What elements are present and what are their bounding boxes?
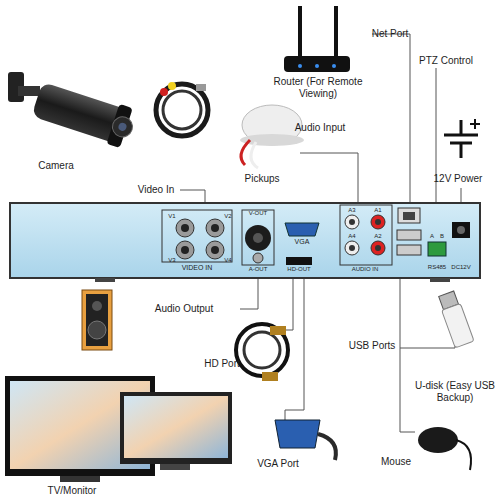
callout-label: Pickups [232,173,292,185]
callout-label: U-disk (Easy USB Backup) [415,380,495,403]
router-illustration [284,6,350,72]
callout-label: VGA Port [243,458,313,470]
usb-stick [437,290,474,348]
dvr-panel [10,203,480,282]
callout-label: Router (For Remote Viewing) [263,76,373,99]
port-label: A2 [368,233,388,240]
monitor-illustration [5,376,232,482]
power-symbol [444,119,480,158]
callout-label: PTZ Control [406,55,486,67]
port-label: A-OUT [238,266,278,273]
port-label: DC12V [441,264,481,271]
port-label: B [437,233,447,240]
port-label: VGA [287,238,317,246]
port-label: RS485 [417,264,457,271]
callout-label: Mouse [371,456,421,468]
camera-illustration [8,72,208,150]
callout-label: Audio Input [280,122,360,134]
port-label: VIDEO IN [167,264,227,272]
mouse-illustration [418,427,471,470]
port-label: V3 [162,257,182,264]
port-label: V2 [218,213,238,220]
vga-plug [275,420,336,460]
port-label: HD-OUT [279,266,319,273]
pickup-illustration [240,105,304,168]
port-label: A3 [342,207,362,214]
hdmi-cable [236,324,288,381]
port-label: A [427,233,437,240]
port-label: A1 [368,207,388,214]
port-label: V4 [218,257,238,264]
callout-label: Net Port [355,28,425,40]
speaker-illustration [82,290,112,350]
callout-label: Video In [126,184,186,196]
callout-label: USB Ports [337,340,407,352]
callout-label: TV/Monitor [32,485,112,497]
port-label: AUDIO IN [340,266,390,273]
callout-label: Camera [21,160,91,172]
callout-label: 12V Power [423,173,493,185]
callout-label: HD Port [192,358,252,370]
port-label: A4 [342,233,362,240]
callout-label: Audio Output [139,303,229,315]
port-label: V-OUT [238,210,278,217]
port-label: V1 [162,213,182,220]
